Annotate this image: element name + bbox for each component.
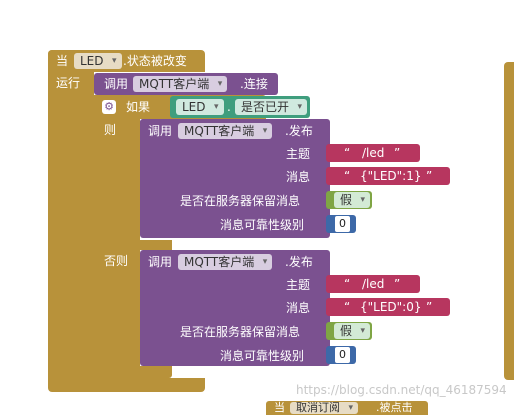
- publish-else-qos-label: 消息可靠性级别: [220, 349, 305, 363]
- publish-else-topic-value[interactable]: /led: [362, 277, 385, 291]
- connect-component-dropdown[interactable]: MQTT客户端: [133, 76, 228, 92]
- else-label: 否则: [104, 254, 129, 268]
- publish-else-retain-dropdown[interactable]: 假: [334, 323, 371, 339]
- connect-call-label: 调用: [104, 77, 129, 91]
- publish-then-retain-label: 是否在服务器保留消息: [180, 194, 301, 208]
- publish-else-retain-label: 是否在服务器保留消息: [180, 325, 301, 339]
- condition-component-dropdown[interactable]: LED: [176, 99, 224, 115]
- publish-then-retain-dropdown[interactable]: 假: [334, 192, 371, 208]
- publish-then-method-label: .发布: [285, 124, 313, 138]
- publish-else-topic-quote-open: “: [344, 277, 351, 291]
- if-else-bottom: [94, 366, 172, 378]
- publish-then-message-quote-open: “: [344, 169, 351, 183]
- publish-then-call-label: 调用: [148, 124, 173, 138]
- publish-then-topic-text-block[interactable]: [326, 144, 420, 162]
- event-block-left-rail: [48, 50, 94, 390]
- publish-then-message-quote-close: ”: [426, 169, 433, 183]
- connect-method-label: .连接: [240, 77, 268, 91]
- condition-property-dropdown[interactable]: 是否已开: [235, 99, 308, 115]
- publish-else-message-text-block[interactable]: [326, 298, 450, 316]
- publish-else-topic-label: 主题: [286, 278, 311, 292]
- event-name-label: .状态被改变: [123, 54, 187, 68]
- publish-else-message-quote-close: ”: [426, 300, 433, 314]
- bottom-event-component-dropdown[interactable]: 取消订阅: [290, 402, 358, 414]
- publish-then-message-value[interactable]: {"LED":1}: [360, 169, 422, 183]
- event-block-bottom: [48, 378, 205, 392]
- publish-else-topic-quote-close: ”: [394, 277, 401, 291]
- publish-then-message-text-block[interactable]: [326, 167, 450, 185]
- mutator-gear-icon[interactable]: ⚙: [102, 100, 116, 114]
- publish-else-qos-value[interactable]: 0: [335, 347, 350, 363]
- publish-then-qos-label: 消息可靠性级别: [220, 218, 305, 232]
- publish-else-call-label: 调用: [148, 255, 173, 269]
- if-label: 如果: [126, 100, 151, 114]
- publish-else-message-label: 消息: [286, 301, 311, 315]
- publish-then-message-label: 消息: [286, 170, 311, 184]
- publish-else-method-label: .发布: [285, 255, 313, 269]
- publish-then-component-dropdown[interactable]: MQTT客户端: [178, 123, 273, 139]
- bottom-event-name: .被点击: [376, 401, 413, 414]
- publish-then-topic-quote-open: “: [344, 146, 351, 160]
- publish-else-message-quote-open: “: [344, 300, 351, 314]
- if-else-left-rail: [94, 95, 140, 380]
- event-component-dropdown[interactable]: LED: [74, 53, 122, 69]
- if-else-mid-bar: [94, 240, 172, 250]
- condition-dot: .: [227, 100, 231, 114]
- publish-then-qos-value[interactable]: 0: [335, 216, 350, 232]
- offscreen-block-edge[interactable]: [504, 62, 514, 380]
- publish-then-topic-label: 主题: [286, 147, 311, 161]
- bottom-event-prefix: 当: [274, 401, 285, 414]
- publish-then-topic-quote-close: ”: [394, 146, 401, 160]
- publish-else-component-dropdown[interactable]: MQTT客户端: [178, 254, 273, 270]
- publish-else-message-value[interactable]: {"LED":0}: [360, 300, 422, 314]
- event-prefix-label: 当: [56, 54, 69, 68]
- watermark-text: https://blog.csdn.net/qq_46187594: [296, 383, 507, 397]
- event-do-label: 运行: [56, 76, 81, 90]
- publish-else-topic-text-block[interactable]: [326, 275, 420, 293]
- then-label: 则: [104, 123, 117, 137]
- publish-then-topic-value[interactable]: /led: [362, 146, 385, 160]
